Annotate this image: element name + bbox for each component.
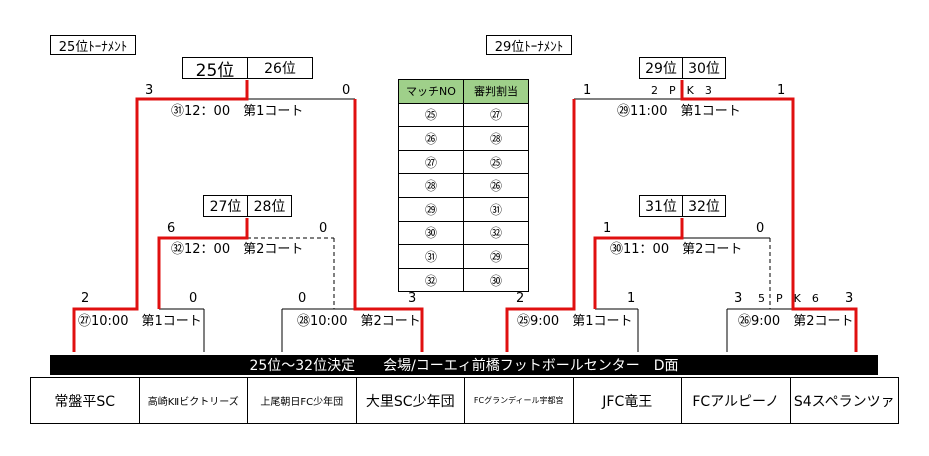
right-r1b-match: ㉖9:00 第2コート bbox=[738, 314, 854, 329]
right-third-score-b: 0 bbox=[756, 221, 765, 236]
match-no-cell: ㉘ bbox=[398, 173, 464, 198]
left-third-rank-a: 27位 bbox=[203, 195, 248, 217]
right-r1b-pk: 5 P K 6 bbox=[758, 292, 819, 305]
left-r1b-score-b: 3 bbox=[408, 291, 417, 306]
header-referee: 審判割当 bbox=[463, 79, 529, 104]
team-cell: 上尾朝日FC少年団 bbox=[248, 378, 357, 423]
referee-cell: ㉜ bbox=[463, 220, 529, 246]
red-path-right-final-b bbox=[680, 80, 858, 352]
left-third-match: ㉜12：00 第2コート bbox=[171, 242, 304, 257]
right-bracket-title: 29位ﾄｰﾅﾒﾝﾄ bbox=[486, 35, 572, 55]
right-final-rank-a: 29位 bbox=[639, 57, 683, 79]
left-bracket-title: 25位ﾄｰﾅﾒﾝﾄ bbox=[50, 35, 136, 55]
referee-cell: ㉘ bbox=[463, 126, 529, 151]
teams-row: 常盤平SC 高崎KⅡビクトリーズ 上尾朝日FC少年団 大里SC少年団 FCグラン… bbox=[30, 377, 899, 424]
right-r1a-score-b: 1 bbox=[627, 291, 636, 306]
right-r1b-score-b: 3 bbox=[845, 291, 854, 306]
team-cell: 常盤平SC bbox=[31, 378, 140, 423]
red-path-right-final-a bbox=[505, 99, 576, 352]
right-final-match: ㉙11:00 第1コート bbox=[617, 104, 741, 119]
match-no-cell: ㉖ bbox=[398, 126, 464, 151]
team-cell: JFC竜王 bbox=[574, 378, 682, 423]
right-r1b-score-a: 3 bbox=[734, 291, 743, 306]
right-third-rank-a: 31位 bbox=[639, 195, 683, 217]
match-no-cell: ㉛ bbox=[398, 244, 464, 269]
red-path-right-third bbox=[593, 218, 684, 309]
team-cell: S4スペランツァ bbox=[793, 393, 895, 410]
venue-banner: 25位～32位決定 会場/コーエィ前橋フットボールセンター D面 bbox=[50, 355, 878, 375]
red-path-left-final-a bbox=[72, 80, 249, 352]
match-no-cell: ㉗ bbox=[398, 149, 464, 175]
team-cell: FCアルピーノ bbox=[682, 378, 791, 423]
right-third-match: ㉚11：00 第2コート bbox=[610, 242, 743, 257]
match-no-cell: ㉚ bbox=[398, 220, 464, 246]
red-path-left-third bbox=[157, 218, 249, 309]
left-r1b-score-a: 0 bbox=[298, 291, 307, 306]
right-third-score-a: 1 bbox=[603, 221, 612, 236]
right-r1a-score-a: 2 bbox=[516, 291, 525, 306]
referee-cell: ㉙ bbox=[463, 244, 529, 269]
left-final-score-b: 0 bbox=[342, 83, 351, 98]
right-final-pk: 2 P K 3 bbox=[651, 84, 712, 97]
match-no-cell: ㉕ bbox=[398, 102, 464, 128]
left-r1a-score-b: 0 bbox=[189, 291, 198, 306]
left-r1a-score-a: 2 bbox=[81, 291, 90, 306]
match-no-cell: ㉙ bbox=[398, 196, 464, 222]
left-third-score-a: 6 bbox=[167, 221, 176, 236]
referee-cell: ㉛ bbox=[463, 196, 529, 222]
match-no-cell: ㉜ bbox=[398, 267, 464, 293]
referee-cell: ㉗ bbox=[463, 102, 529, 128]
left-final-score-a: 3 bbox=[145, 83, 154, 98]
left-r1a-match: ㉗10:00 第1コート bbox=[78, 314, 202, 329]
right-final-rank-b: 30位 bbox=[682, 57, 726, 79]
right-final-score-a: 1 bbox=[583, 83, 592, 98]
right-final-score-b: 1 bbox=[777, 83, 786, 98]
referee-cell: ㉚ bbox=[463, 267, 529, 293]
team-cell: FCグランディール宇都宮 bbox=[465, 378, 574, 423]
right-third-rank-b: 32位 bbox=[682, 195, 726, 217]
right-r1a-match: ㉕9:00 第1コート bbox=[517, 314, 633, 329]
left-third-rank-b: 28位 bbox=[247, 195, 292, 217]
referee-cell: ㉖ bbox=[463, 173, 529, 198]
left-final-rank-a: 25位 bbox=[182, 57, 248, 81]
team-cell: 高崎KⅡビクトリーズ bbox=[140, 378, 248, 423]
left-third-score-b: 0 bbox=[319, 221, 328, 236]
assignment-header-row: マッチNO 審判割当 bbox=[398, 79, 529, 104]
left-final-match: ㉛12：00 第1コート bbox=[171, 104, 304, 119]
team-cell: 大里SC少年団 bbox=[357, 378, 465, 423]
left-r1b-match: ㉘10:00 第2コート bbox=[297, 314, 421, 329]
referee-cell: ㉕ bbox=[463, 149, 529, 175]
left-final-rank-b: 26位 bbox=[247, 57, 313, 79]
red-path-left-final-b bbox=[353, 99, 424, 352]
header-match-no: マッチNO bbox=[398, 79, 464, 104]
